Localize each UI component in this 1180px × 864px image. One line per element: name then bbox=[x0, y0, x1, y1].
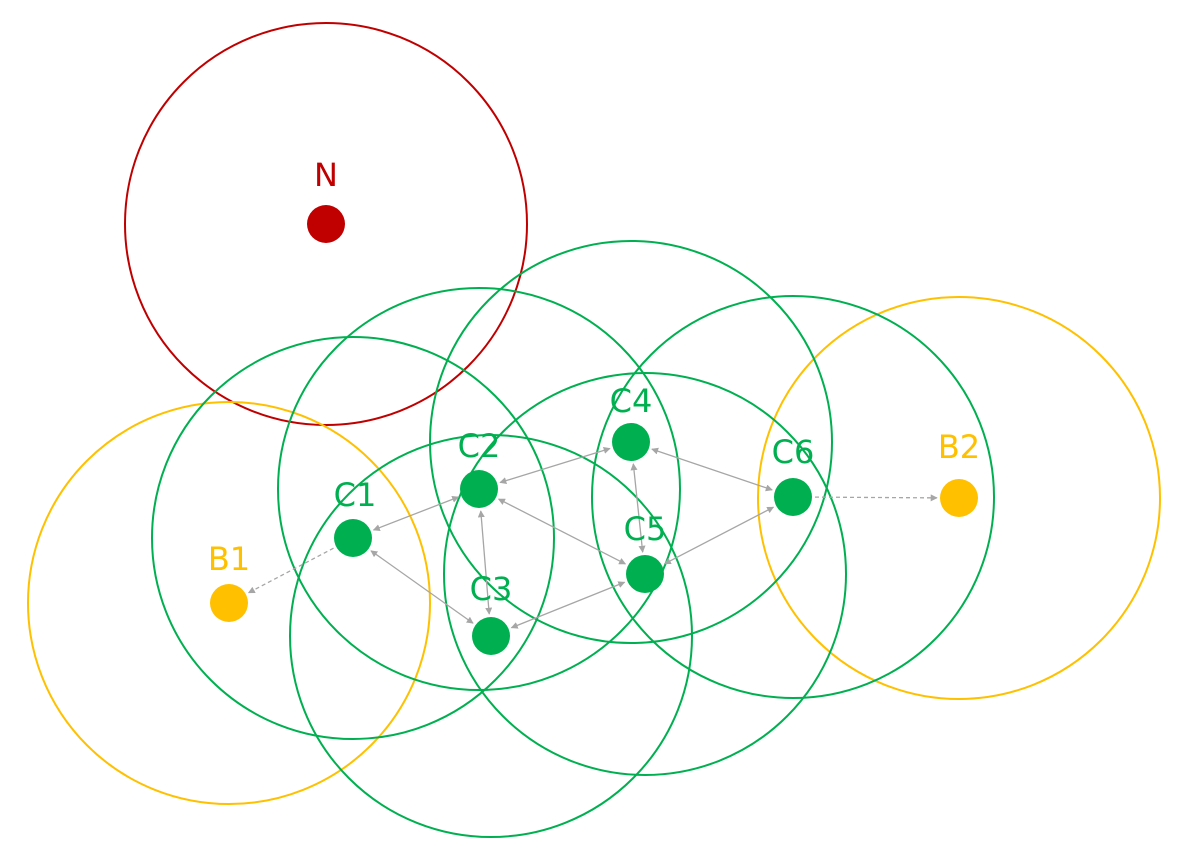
link-c4-c5 bbox=[630, 463, 646, 553]
range-circle-c4 bbox=[429, 240, 833, 644]
node-label-c2: C2 bbox=[458, 427, 501, 465]
range-circle-b2 bbox=[757, 296, 1161, 700]
node-b2 bbox=[940, 479, 978, 517]
link-c3-c5 bbox=[510, 581, 626, 629]
node-c4 bbox=[612, 423, 650, 461]
node-label-c3: C3 bbox=[470, 570, 513, 608]
node-n bbox=[307, 205, 345, 243]
node-c3 bbox=[472, 617, 510, 655]
link-c1-b1 bbox=[247, 547, 334, 594]
node-c2 bbox=[460, 470, 498, 508]
node-label-b2: B2 bbox=[938, 428, 980, 466]
link-c2-c4 bbox=[499, 447, 611, 484]
range-circle-c3 bbox=[289, 434, 693, 838]
range-circle-n bbox=[124, 22, 528, 426]
node-label-c4: C4 bbox=[610, 382, 653, 420]
link-c4-c6 bbox=[651, 447, 773, 492]
node-c5 bbox=[626, 555, 664, 593]
node-label-b1: B1 bbox=[208, 540, 250, 578]
link-c5-c6 bbox=[663, 506, 775, 565]
node-b1 bbox=[210, 584, 248, 622]
links bbox=[247, 447, 938, 629]
link-c1-c3 bbox=[370, 550, 474, 624]
range-circle-c6 bbox=[591, 295, 995, 699]
node-label-c1: C1 bbox=[334, 476, 377, 514]
range-circles bbox=[27, 22, 1161, 838]
node-label-n: N bbox=[314, 156, 338, 194]
nodes bbox=[210, 205, 978, 655]
link-c2-c3 bbox=[477, 510, 493, 615]
link-c1-c2 bbox=[372, 495, 460, 532]
node-label-c5: C5 bbox=[624, 510, 667, 548]
node-c6 bbox=[774, 478, 812, 516]
node-label-c6: C6 bbox=[772, 433, 815, 471]
link-c6-b2 bbox=[814, 494, 938, 502]
node-c1 bbox=[334, 519, 372, 557]
link-c2-c5 bbox=[497, 498, 627, 565]
